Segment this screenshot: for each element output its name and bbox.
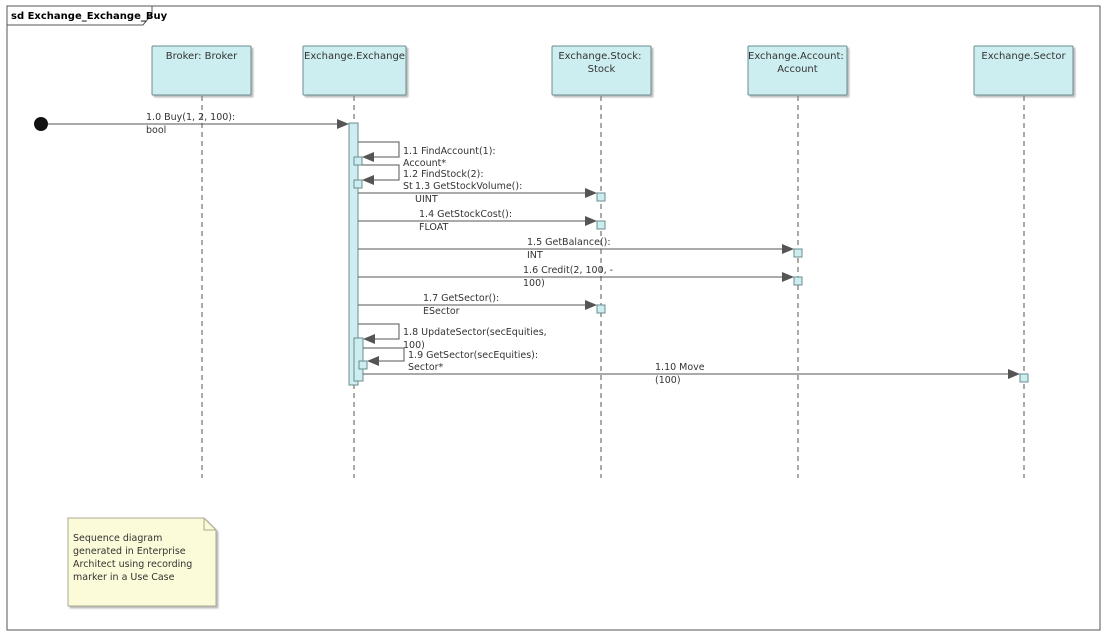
message-1-2[interactable]: 1.2 FindStock(2): St <box>362 164 487 192</box>
message-1-3-label: 1.3 GetStockVolume(): UINT <box>415 181 525 205</box>
message-1-5[interactable]: 1.5 GetBalance(): INT <box>358 237 794 261</box>
lifeline-stock-label: Exchange.Stock: Stock <box>558 51 644 75</box>
activation-account-credit <box>793 276 803 286</box>
activation-stock-cost <box>596 220 606 230</box>
note-text: Sequence diagram generated in Enterprise… <box>73 533 195 583</box>
messages: 1.0 Buy(1, 2, 100): bool 1.1 FindAccount… <box>48 112 1020 386</box>
note-body <box>67 517 217 607</box>
lifeline-account[interactable]: Exchange.Account: Account <box>747 45 848 478</box>
lifeline-sector-head <box>973 45 1074 96</box>
note[interactable]: Sequence diagram generated in Enterprise… <box>67 517 217 607</box>
frame-title: sd Exchange_Exchange_Buy <box>11 11 168 22</box>
activation-get-sector-self <box>358 360 368 370</box>
initial-node-icon <box>34 117 48 131</box>
frame-tab <box>6 5 153 26</box>
message-1-5-label: 1.5 GetBalance(): INT <box>527 237 614 261</box>
activation-stock-sector <box>596 304 606 314</box>
activation-find-stock <box>353 179 363 189</box>
message-1-9-arrow <box>363 347 405 366</box>
lifeline-stock[interactable]: Exchange.Stock: Stock <box>551 45 652 478</box>
message-1-1-arrow <box>358 141 400 162</box>
message-1-0[interactable]: 1.0 Buy(1, 2, 100): bool <box>48 112 349 136</box>
lifeline-broker-head <box>151 45 252 96</box>
message-1-6[interactable]: 1.6 Credit(2, 100, - 100) <box>358 265 794 289</box>
lifeline-sector[interactable]: Exchange.Sector <box>973 45 1074 478</box>
activation-account-balance <box>793 248 803 258</box>
message-1-3[interactable]: 1.3 GetStockVolume(): UINT <box>358 181 597 205</box>
note-fold <box>203 518 216 531</box>
activations <box>348 122 1029 386</box>
lifeline-broker[interactable]: Broker: Broker <box>151 45 252 478</box>
message-1-2-label: 1.2 FindStock(2): St <box>403 169 487 192</box>
message-1-8-label: 1.8 UpdateSector(secEquities, 100) <box>403 327 550 351</box>
message-1-0-label: 1.0 Buy(1, 2, 100): bool <box>146 112 238 136</box>
lifeline-exchange-label: Exchange.Exchange <box>304 51 405 62</box>
lifeline-account-head <box>747 45 848 96</box>
message-1-1[interactable]: 1.1 FindAccount(1): Account* <box>358 141 499 169</box>
message-1-9-label: 1.9 GetSector(secEquities): Sector* <box>408 350 541 373</box>
message-1-7-label: 1.7 GetSector(): ESector <box>423 293 502 317</box>
message-1-4[interactable]: 1.4 GetStockCost(): FLOAT <box>358 209 597 233</box>
lifelines: Broker: Broker Exchange.Exchange Exchang… <box>151 45 1074 478</box>
message-1-10-label: 1.10 Move (100) <box>655 362 708 386</box>
message-1-10[interactable]: 1.10 Move (100) <box>363 362 1020 386</box>
message-1-9[interactable]: 1.9 GetSector(secEquities): Sector* <box>363 347 541 373</box>
activation-find-account <box>353 156 363 166</box>
activation-sector-move <box>1019 373 1029 383</box>
message-1-8-arrow <box>358 323 400 344</box>
message-1-1-label: 1.1 FindAccount(1): Account* <box>403 146 499 169</box>
activation-exchange-main <box>348 122 359 386</box>
lifeline-sector-label: Exchange.Sector <box>981 51 1066 62</box>
activation-exchange-nested <box>353 337 364 382</box>
activation-stock-volume <box>596 192 606 202</box>
message-1-8[interactable]: 1.8 UpdateSector(secEquities, 100) <box>358 323 550 351</box>
message-1-6-label: 1.6 Credit(2, 100, - 100) <box>523 265 616 289</box>
lifeline-account-label: Exchange.Account: Account <box>748 51 847 75</box>
lifeline-broker-label: Broker: Broker <box>166 51 238 62</box>
message-1-4-label: 1.4 GetStockCost(): FLOAT <box>419 209 515 233</box>
message-1-7[interactable]: 1.7 GetSector(): ESector <box>358 293 597 317</box>
lifeline-exchange-head <box>302 45 407 96</box>
message-1-2-arrow <box>362 164 400 185</box>
lifeline-stock-head <box>551 45 652 96</box>
